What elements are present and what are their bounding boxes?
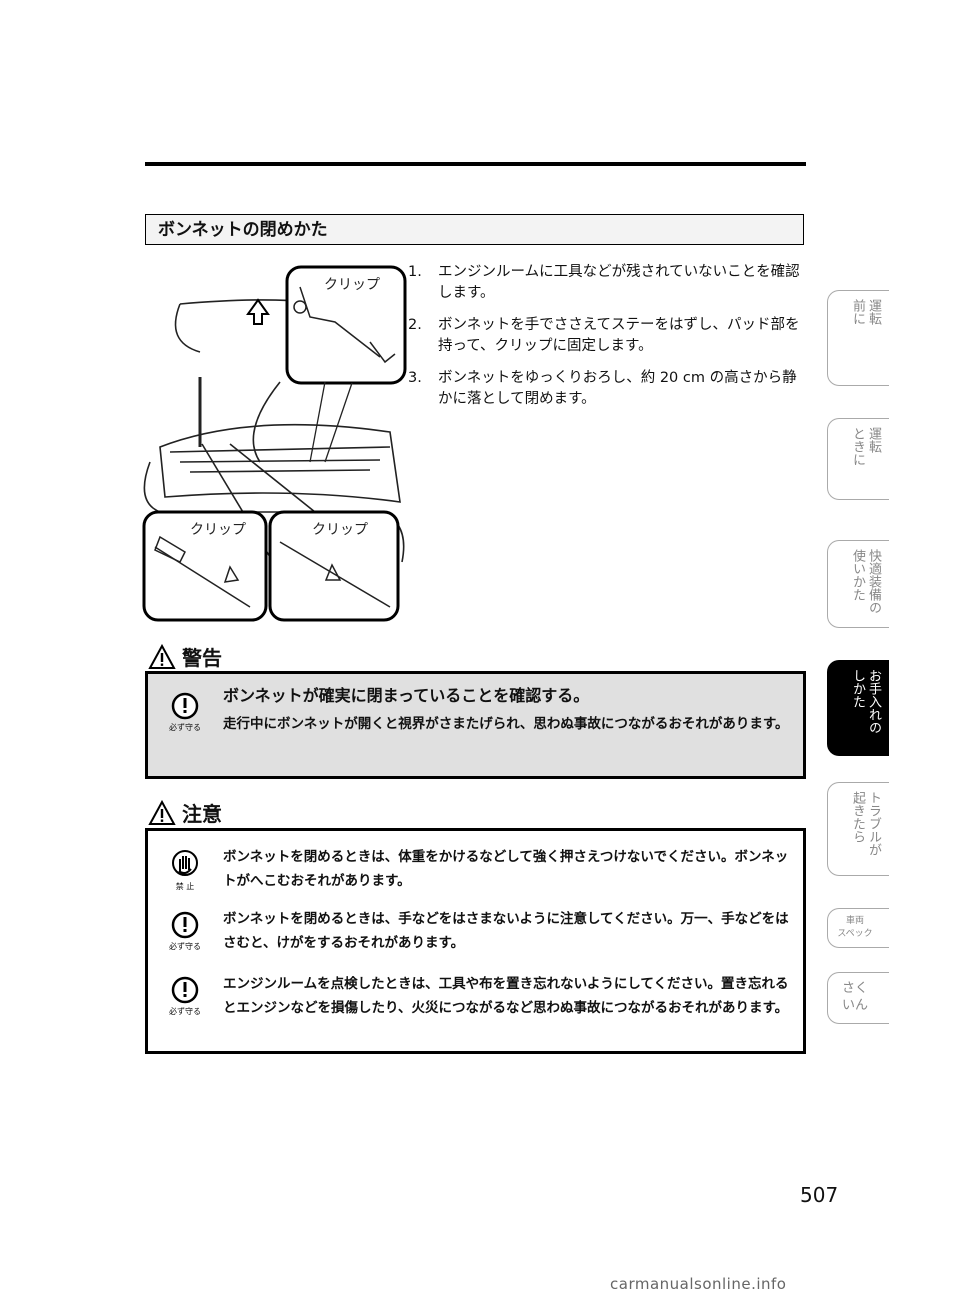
steps-list: 1.エンジンルームに工具などが残されていないことを確認します。 2.ボンネットを… [408, 262, 806, 421]
warning-box: 必ず守る ボンネットが確実に閉まっていることを確認する。 走行中にボンネットが開… [145, 671, 806, 779]
clip-label-right: クリップ [312, 522, 368, 538]
tab-comfort-equipment[interactable]: 快適装備の 使いかた [827, 540, 889, 628]
exclamation-icon [171, 692, 199, 720]
must-follow-symbol: 必ず守る [160, 976, 210, 1017]
tab-index[interactable]: さく いん [827, 972, 889, 1024]
caution-triangle-icon [148, 799, 176, 825]
caution-text: ボンネットを閉めるときは、体重をかけるなどして強く押さえつけないでください。ボン… [223, 849, 789, 889]
tab-before-driving[interactable]: 運転 前に [827, 290, 889, 386]
step-item: 1.エンジンルームに工具などが残されていないことを確認します。 [408, 264, 800, 301]
warning-heading: 警告 [148, 642, 222, 671]
step-item: 2.ボンネットを手でささえてステーをはずし、パッド部を持って、クリップに固定しま… [408, 317, 800, 354]
top-rule [145, 162, 806, 166]
step-item: 3.ボンネットをゆっくりおろし、約 20 cm の高さから静かに落として閉めます… [408, 370, 797, 407]
section-title: ボンネットの閉めかた [145, 214, 804, 245]
caution-text: エンジンルームを点検したときは、工具や布を置き忘れないようにしてください。置き忘… [223, 976, 789, 1016]
tab-while-driving[interactable]: 運転 ときに [827, 418, 889, 500]
warning-lead: ボンネットが確実に閉まっていることを確認する。 [223, 686, 590, 705]
must-follow-symbol: 必ず守る [160, 692, 210, 733]
warning-text: 走行中にボンネットが開くと視界がさまたげられ、思わぬ事故につながるおそれがありま… [223, 716, 789, 732]
footer-watermark: carmanualsonline.info [610, 1275, 787, 1293]
caution-box: 禁 止 ボンネットを閉めるときは、体重をかけるなどして強く押さえつけないでくださ… [145, 828, 806, 1054]
clip-label-left: クリップ [190, 522, 246, 538]
warning-triangle-icon [148, 643, 176, 669]
page-number: 507 [800, 1183, 839, 1207]
tab-vehicle-specs[interactable]: 車両 スペック [827, 908, 889, 948]
exclamation-icon [171, 911, 199, 939]
exclamation-icon [171, 976, 199, 1004]
prohibited-symbol: 禁 止 [160, 849, 210, 892]
tab-troubleshooting[interactable]: トラブルが 起きたら [827, 782, 889, 876]
hood-closing-illustration: クリップ クリップ クリップ [142, 265, 407, 622]
tab-maintenance[interactable]: お手入れの しかた [827, 660, 889, 756]
clip-label-top: クリップ [324, 277, 380, 293]
caution-text: ボンネットを閉めるときは、手などをはさまないように注意してください。万一、手など… [223, 911, 789, 951]
caution-heading: 注意 [148, 798, 222, 827]
hand-prohibited-icon [172, 850, 198, 876]
must-follow-symbol: 必ず守る [160, 911, 210, 952]
